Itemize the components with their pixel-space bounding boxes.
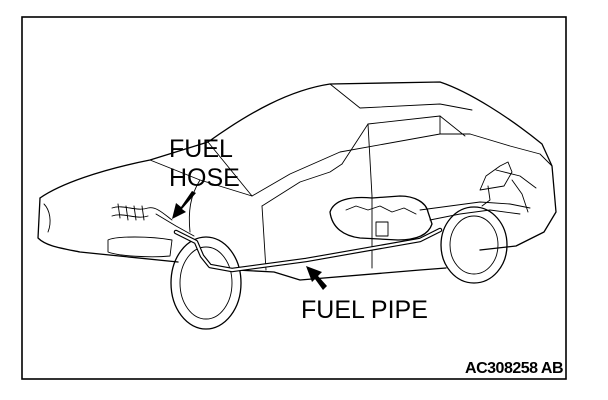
- fuel-line: [173, 227, 443, 273]
- rear-wheel: [440, 206, 508, 284]
- fuel-tank-assembly: [329, 161, 531, 241]
- fuel-hose-label-line1: FUEL: [169, 135, 233, 163]
- car-body: [37, 81, 557, 281]
- figure-code: AC308258 AB: [465, 360, 563, 377]
- fuel-pipe-arrow: [306, 266, 327, 290]
- diagram-frame: [21, 16, 567, 380]
- front-wheel: [170, 236, 242, 330]
- fuel-hose-label-line2: HOSE: [169, 164, 240, 192]
- fuel-pipe-label: FUEL PIPE: [301, 296, 428, 324]
- fuel-hose-arrow: [172, 191, 196, 219]
- engine-bay-lines: [111, 203, 195, 237]
